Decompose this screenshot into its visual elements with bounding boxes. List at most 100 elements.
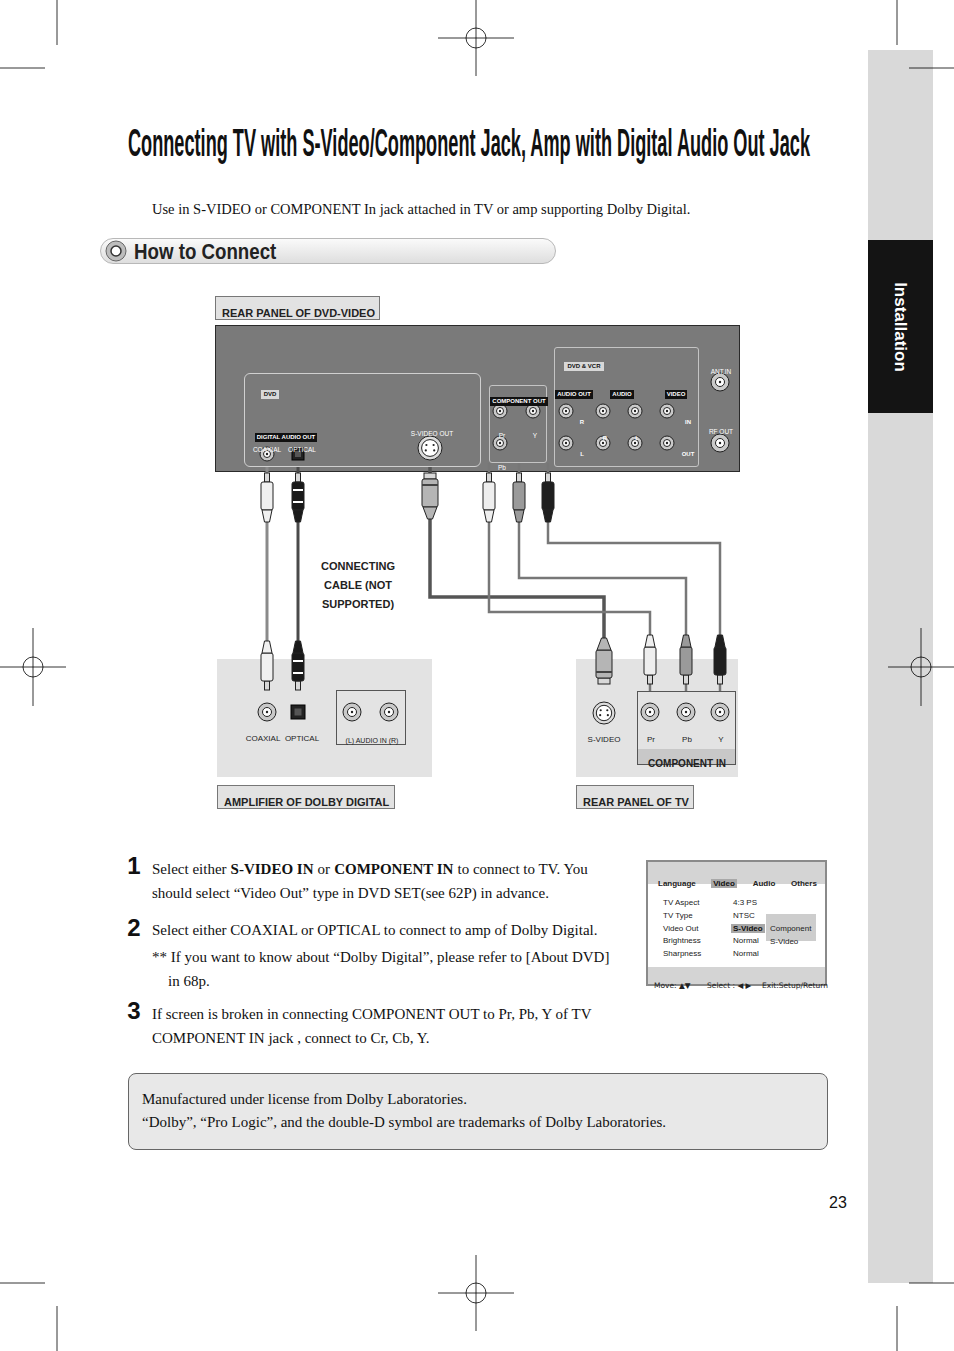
menu-screenshot-text: Audio [753, 879, 776, 888]
menu-screenshot-text: Video Out [663, 924, 698, 933]
menu-screenshot-text: Select : ◀ ▶ [707, 981, 751, 990]
jack-symbol [493, 436, 507, 450]
cable-plug [542, 473, 554, 522]
menu-screenshot-text: Exit:Setup/Return [762, 981, 828, 990]
text-holder: If screen is broken in connecting COMPON… [152, 1002, 622, 1050]
menu-screenshot-text: TV Type [663, 911, 693, 920]
dvd-rear-panel: DVDDIGITAL AUDIO OUTCOAXIALOPTICALS-VIDE… [215, 325, 740, 472]
dvd-vcr-section-text: L [635, 435, 639, 441]
dvd-rear-panel-text: RF OUT [709, 428, 733, 435]
dvd-section-text: COAXIAL [253, 446, 281, 453]
amplifier-panel-text: COAXIAL [246, 734, 281, 743]
cable-plug [680, 635, 692, 684]
dropdown-list-text: Component [770, 924, 811, 933]
dvd-vcr-section-text: DVD & VCR [564, 362, 603, 371]
trademark-note-text: “Dolby”, “Pro Logic”, and the double-D s… [142, 1110, 666, 1134]
title-holder: Connecting TV with S-Video/Component Jac… [128, 122, 954, 165]
text-holder: 1 [127, 852, 140, 880]
dvd-vcr-section-text: VIDEO [665, 390, 688, 399]
cable-plug [483, 473, 495, 522]
text-holder: 2 [127, 914, 140, 942]
jack-symbol [526, 404, 540, 418]
step-text: S-VIDEO IN [231, 861, 314, 877]
text-holder: COMPONENT OUT [490, 389, 547, 407]
text-holder: 4:3 PS [733, 891, 757, 909]
component-in-group-text: Pb [682, 735, 692, 744]
caption-box: REAR PANEL OF DVD-VIDEO [215, 296, 380, 320]
connecting-cable [519, 463, 686, 691]
tv-rear-panel-text: S-VIDEO [588, 735, 621, 744]
dvd-section-text: DIGITAL AUDIO OUT [255, 433, 318, 442]
dvd-section-text: S-VIDEO OUT [411, 430, 453, 437]
panel-band [638, 749, 735, 764]
dvd-vcr-section-text: AUDIO [610, 390, 633, 399]
text-holder: AUDIO OUT [555, 382, 593, 400]
cable-plug [714, 635, 726, 684]
text-holder: Pr [647, 728, 655, 746]
text-holder: REAR PANEL OF TV [583, 792, 689, 810]
caption-box: REAR PANEL OF TV [576, 785, 694, 809]
jack-symbol [596, 436, 610, 450]
step-text: or [318, 861, 331, 877]
amplifier-panel-text: OPTICAL [285, 734, 319, 743]
jack-symbol [418, 436, 442, 460]
intro-text: Use in S-VIDEO or COMPONENT In jack atta… [152, 201, 690, 218]
dvd-vcr-section-text: R [603, 435, 607, 441]
dvd-section: DVDDIGITAL AUDIO OUTCOAXIALOPTICALS-VIDE… [244, 373, 481, 467]
text-holder: 3 [127, 997, 140, 1025]
dvd-vcr-section-text: IN [685, 419, 691, 425]
jack-symbol [258, 703, 276, 721]
text-holder: TV Aspect [663, 891, 699, 909]
caption-box-text: REAR PANEL OF TV [583, 796, 689, 808]
text-holder: COAXIAL [246, 727, 281, 745]
text-holder: AMPLIFIER OF DOLBY DIGITAL [224, 792, 389, 810]
jack-symbol [593, 702, 615, 724]
dropdown-list: ComponentS-Video [766, 914, 816, 941]
cable-plug [422, 473, 438, 519]
component-in-group-text: Pr [647, 735, 655, 744]
jack-symbol [677, 703, 695, 721]
text-holder: L [580, 442, 584, 460]
cable-plug [261, 641, 273, 690]
text-holder: IN [685, 410, 691, 428]
panel-band [648, 862, 825, 884]
text-holder: 23 [829, 1194, 847, 1212]
step-text: Select either COAXIAL or OPTICAL to conn… [152, 918, 627, 942]
cable-plug [644, 635, 656, 684]
component-out-group-text: Pr [499, 432, 506, 439]
jack-symbol [292, 448, 304, 460]
text-holder: ** If you want to know about “Dolby Digi… [152, 945, 622, 993]
step-text: Select either [152, 861, 227, 877]
jack-symbol [628, 436, 642, 450]
dvd-vcr-section-text: R [580, 419, 584, 425]
text-holder: S-VIDEO [588, 728, 621, 746]
jack-symbol [711, 703, 729, 721]
component-out-group: COMPONENT OUTPrYPb [489, 385, 547, 463]
jack-symbol [493, 404, 507, 418]
jack-symbol [559, 436, 573, 450]
dvd-section-text: DVD [261, 390, 280, 399]
cable-plug [596, 638, 612, 684]
jack-symbol [641, 703, 659, 721]
text-holder: How to Connect [134, 239, 301, 265]
jack-symbol [559, 404, 573, 418]
menu-screenshot-text: Language [658, 879, 696, 888]
text-holder: DVD & VCR [564, 354, 603, 372]
component-out-group-text: COMPONENT OUT [490, 397, 547, 406]
cable-plug [292, 473, 304, 522]
text-holder: Pb [682, 728, 692, 746]
component-out-group-text: Y [533, 432, 537, 439]
jack-symbol [260, 447, 274, 461]
step-text: COMPONENT IN [334, 861, 453, 877]
menu-screenshot-text: Brightness [663, 936, 701, 945]
menu-screenshot-text: Normal [733, 936, 759, 945]
text-holder: OPTICAL [285, 727, 319, 745]
caption-box-text: AMPLIFIER OF DOLBY DIGITAL [224, 796, 389, 808]
jack-symbol [711, 434, 729, 452]
panel-band [648, 967, 825, 984]
connecting-cable [548, 463, 720, 691]
text-holder: Installation [855, 317, 945, 337]
text-holder: Y [533, 424, 537, 442]
cable-plug [513, 473, 525, 522]
text-holder: Select either COAXIAL or OPTICAL to conn… [152, 918, 627, 942]
